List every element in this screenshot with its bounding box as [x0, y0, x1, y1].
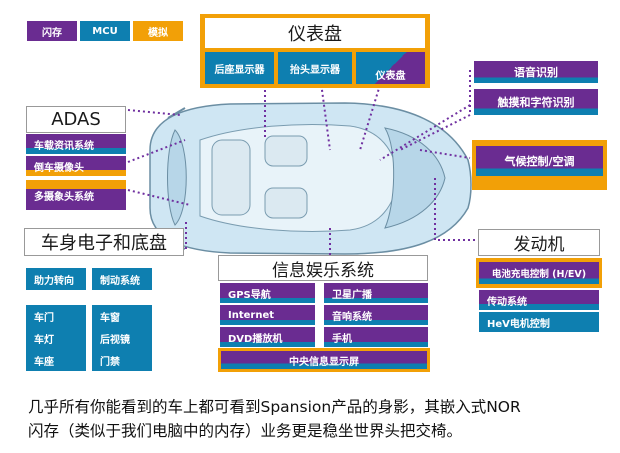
engine-item-hev-motor: HeV电机控制: [479, 312, 599, 332]
infotainment-title: 信息娱乐系统: [218, 255, 428, 281]
info-item-satellite-radio: 卫星广播: [324, 283, 428, 303]
caption: 几乎所有你能看到的车上都可看到Spansion产品的身影，其嵌入式NOR 闪存（…: [28, 395, 618, 443]
engine-item-transmission: 传动系统: [479, 290, 599, 310]
cluster-item-hud: 抬头显示器: [278, 52, 352, 84]
item-speech-recognition: 语音识别: [474, 61, 598, 83]
adas-item-multicamera: 多摄象头系统: [26, 180, 126, 210]
legend-flash: 闪存: [27, 21, 77, 41]
item-touch-recognition: 触摸和字符识别: [474, 89, 598, 115]
engine-battery-frame: 电池充电控制 (H/EV): [476, 258, 602, 288]
legend-mcu: MCU: [80, 21, 130, 41]
body-item-brakes: 制动系统: [92, 268, 152, 290]
info-item-internet: Internet: [220, 305, 315, 325]
item-climate-control: 气候控制/空调: [476, 146, 603, 176]
cluster-item-dashboard: 仪表盘: [356, 52, 425, 84]
cluster-title: 仪表盘: [205, 18, 425, 48]
info-item-phone: 手机: [324, 327, 428, 347]
engine-item-battery-charging: 电池充电控制 (H/EV): [479, 262, 599, 284]
adas-item-telematics: 车载资讯系统: [26, 134, 126, 154]
cluster-item-rear-display: 后座显示器: [205, 52, 274, 84]
body-item-windows: 车窗: [92, 305, 152, 327]
climate-frame: 气候控制/空调: [472, 140, 607, 190]
info-item-dvd: DVD播放机: [220, 327, 315, 347]
caption-line-1: 几乎所有你能看到的车上都可看到Spansion产品的身影，其嵌入式NOR: [28, 398, 521, 416]
caption-line-2: 闪存（类似于我们电脑中的内存）业务更是稳坐世界头把交椅。: [28, 422, 463, 440]
cluster-group: 仪表盘 后座显示器 抬头显示器 仪表盘: [200, 14, 430, 88]
body-item-access-control: 门禁: [92, 349, 152, 371]
central-display-frame: 中央信息显示屏: [218, 348, 430, 372]
legend-analog: 模拟: [133, 21, 183, 41]
body-item-mirrors: 后视镜: [92, 327, 152, 349]
adas-title: ADAS: [26, 106, 126, 133]
adas-item-rear-camera: 倒车摄像头: [26, 156, 126, 176]
body-chassis-title: 车身电子和底盘: [24, 228, 184, 256]
info-item-central-display: 中央信息显示屏: [221, 351, 427, 369]
body-item-power-steering: 助力转向: [26, 268, 86, 290]
body-item-lights: 车灯: [26, 327, 86, 349]
info-item-audio: 音响系统: [324, 305, 428, 325]
body-item-seats: 车座: [26, 349, 86, 371]
body-item-doors: 车门: [26, 305, 86, 327]
engine-title: 发动机: [478, 229, 600, 256]
info-item-gps: GPS导航: [220, 283, 315, 303]
car-body: [149, 102, 472, 255]
